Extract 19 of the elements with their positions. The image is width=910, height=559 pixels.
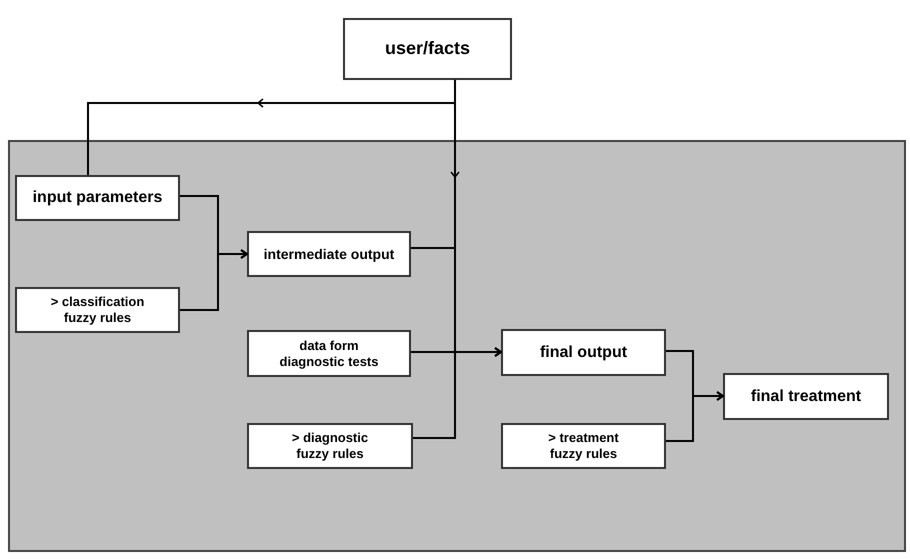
- process-box: [343, 18, 512, 80]
- box-label: > treatment fuzzy rules: [547, 430, 620, 462]
- process-box: [15, 175, 180, 221]
- box-label: data form diagnostic tests: [278, 338, 380, 370]
- process-box: [723, 373, 889, 420]
- panel-background: [8, 140, 906, 552]
- box-label: final treatment: [750, 386, 862, 406]
- box-label: > classification fuzzy rules: [50, 294, 146, 326]
- box-label: intermediate output: [262, 246, 396, 262]
- process-box: [247, 423, 413, 469]
- process-box: [501, 423, 666, 469]
- process-box: [247, 330, 411, 377]
- box-label: input parameters: [32, 188, 164, 208]
- box-label: > diagnostic fuzzy rules: [290, 430, 370, 462]
- box-label: user/facts: [384, 38, 472, 60]
- process-box: [247, 231, 411, 277]
- process-box: [501, 329, 666, 376]
- process-box: [15, 287, 180, 333]
- box-label: final output: [538, 342, 628, 362]
